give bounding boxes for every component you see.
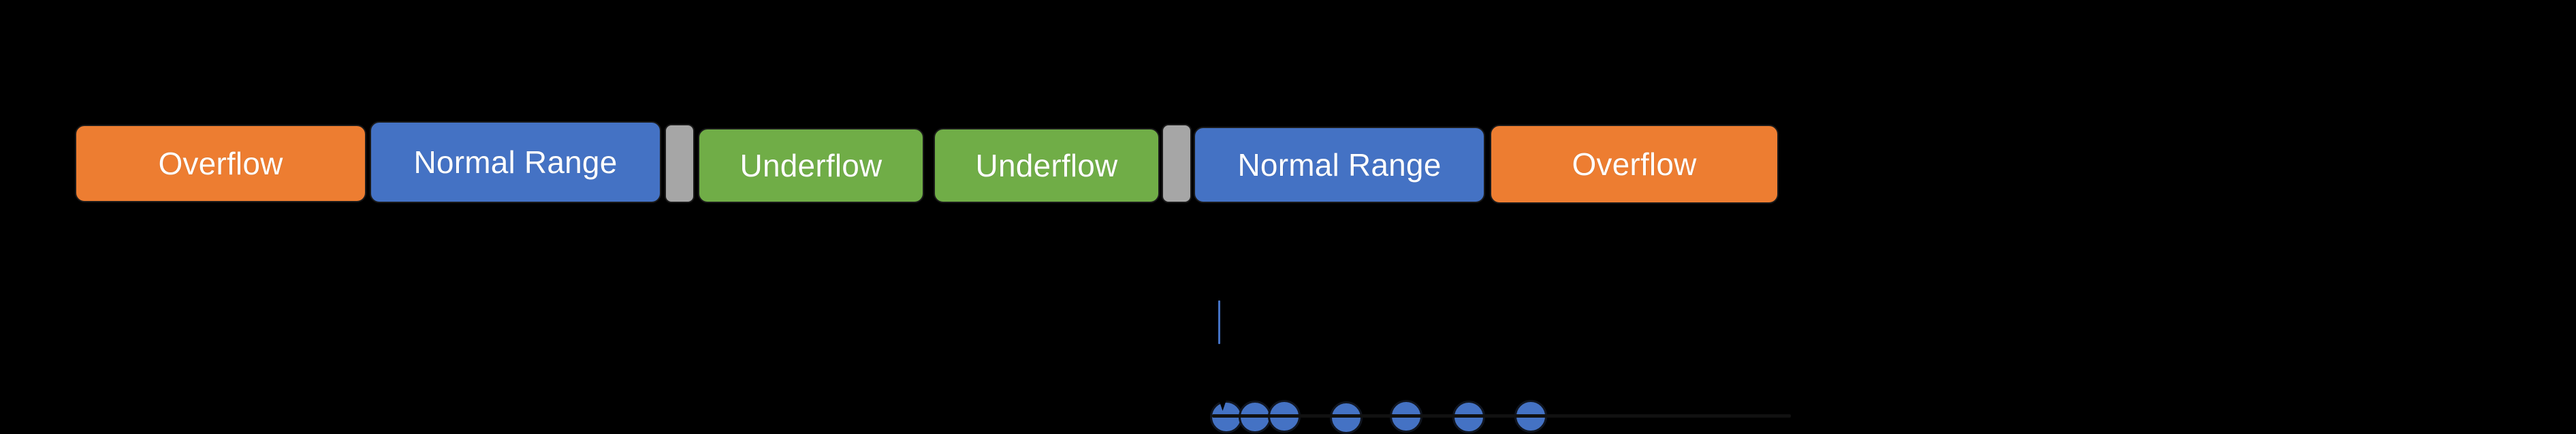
zone-label: Overflow [158,146,283,181]
zone-overflow-left[interactable]: Overflow [75,125,366,202]
zone-underflow-1[interactable]: Underflow [698,128,924,203]
marker-axis-line [1212,414,1791,418]
text-caret [1218,300,1220,344]
zone-normal-range-left[interactable]: Normal Range [370,121,661,203]
zone-label: Overflow [1572,146,1697,182]
zone-label: Underflow [740,148,882,183]
zone-overflow-right[interactable]: Overflow [1490,125,1779,204]
zone-label: Normal Range [1237,147,1442,183]
zone-normal-range-right[interactable]: Normal Range [1194,127,1485,203]
marker-notch-icon [1219,400,1226,411]
zone-separator-right[interactable] [1162,124,1192,203]
data-point-marker[interactable] [1330,401,1363,434]
zone-underflow-2[interactable]: Underflow [934,128,1160,203]
zone-label: Underflow [975,148,1118,183]
zone-label: Normal Range [413,144,618,180]
zone-separator-left[interactable] [665,124,695,203]
